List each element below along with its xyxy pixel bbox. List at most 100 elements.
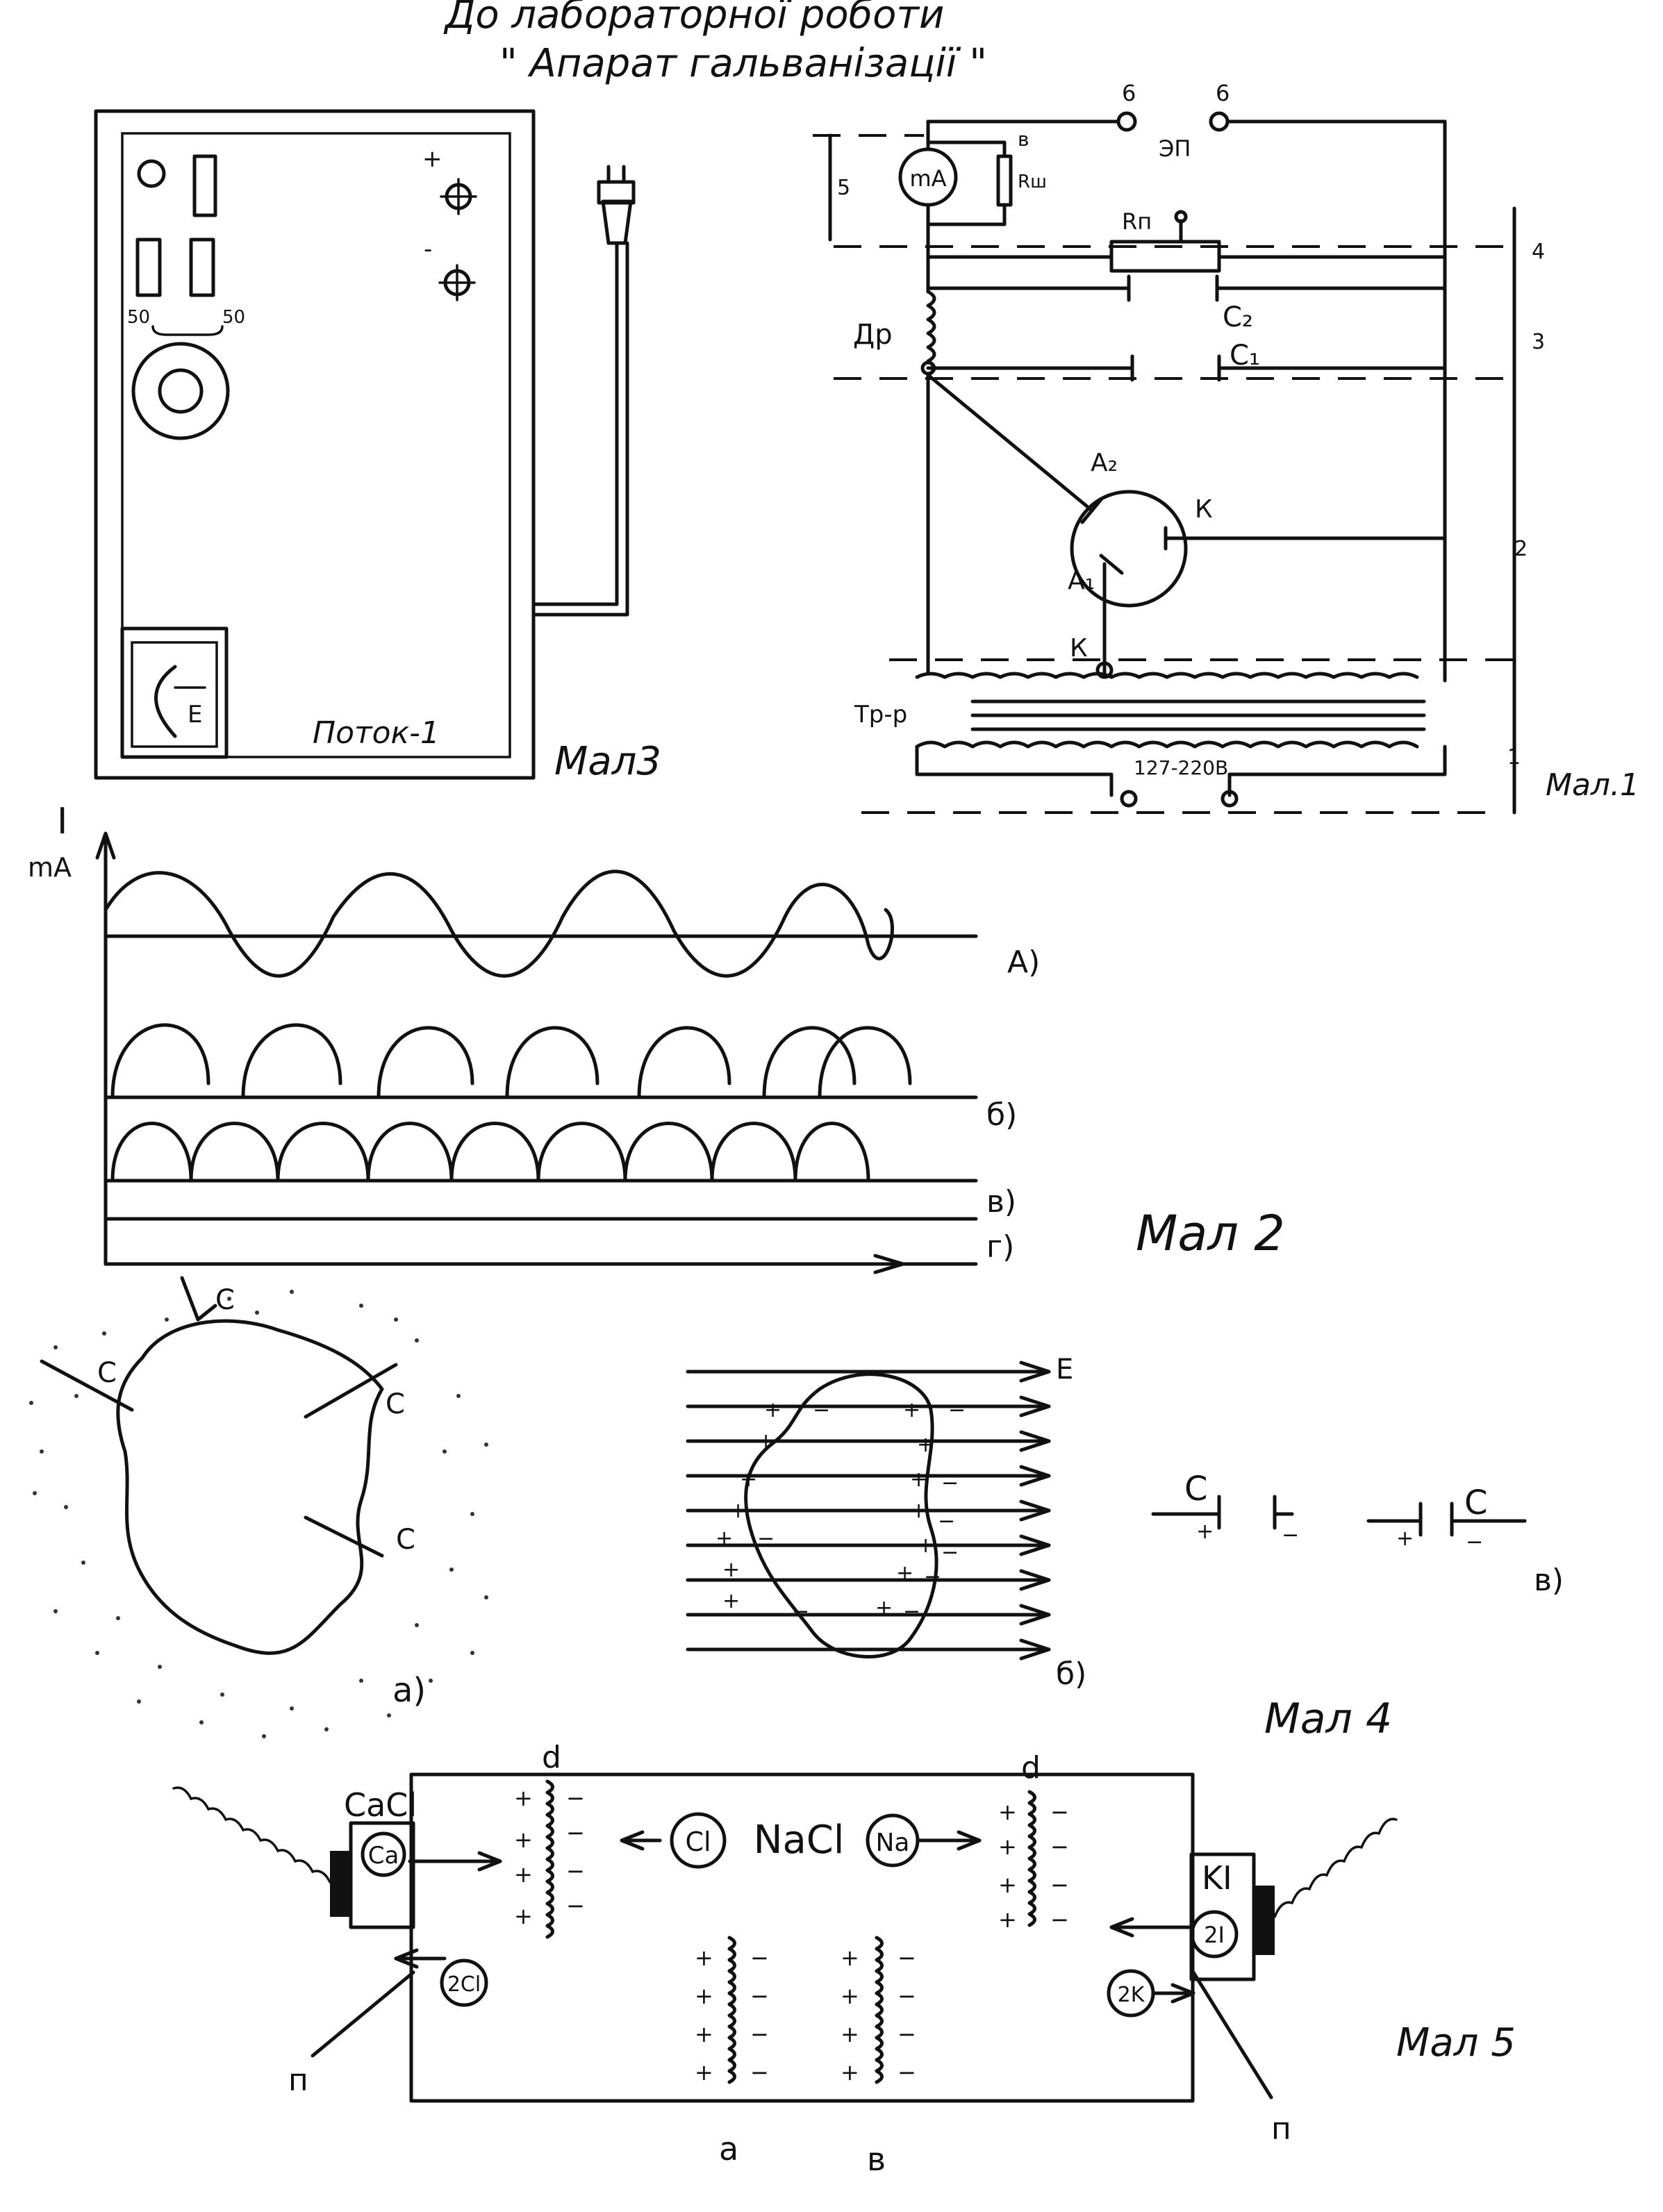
svg-text:+: + [722, 1558, 740, 1582]
svg-text:−: − [566, 1820, 585, 1846]
fig3-device-panel: 50 50 + - Е Поток-1 [94, 109, 661, 784]
svg-text:−: − [903, 1599, 920, 1624]
right-pad-label: п [1271, 2111, 1291, 2147]
terminal-plus-sign: + [422, 145, 442, 173]
svg-text:−: − [750, 1499, 768, 1523]
svg-text:−: − [948, 1398, 966, 1422]
membrane-b-label: в [867, 2140, 886, 2178]
section-4-label: 4 [1532, 240, 1545, 264]
svg-text:+: + [910, 1499, 927, 1523]
svg-text:+: + [695, 2059, 713, 2086]
svg-text:−: − [897, 2021, 916, 2047]
membrane-d-left-label: d [542, 1740, 561, 1775]
fig5-caption: Мал 5 [1396, 2020, 1516, 2065]
anode1-label: А₁ [1068, 567, 1095, 595]
node-b-label: в [1018, 128, 1029, 151]
dotted-medium [29, 1290, 488, 1738]
membrane-capacitor-icon: C [304, 1363, 405, 1420]
left-wire [172, 1786, 331, 1883]
field-label: E [1056, 1354, 1073, 1386]
terminal-minus-icon [438, 264, 476, 301]
svg-text:+: + [998, 1833, 1017, 1860]
x-axis-arrow-icon [873, 1254, 905, 1274]
milliammeter-label: mA [909, 165, 946, 192]
fig1-circuit-schematic: 6 6 ЭП mA в Rш Rп Др C₂ [813, 80, 1639, 815]
section-5-label: 5 [837, 176, 850, 200]
svg-text:−: − [1050, 1833, 1069, 1860]
fig1-caption: Мал.1 [1546, 767, 1639, 803]
svg-text:+: + [764, 1398, 781, 1422]
svg-text:+: + [841, 2021, 859, 2047]
curve-d-constant: г) [104, 1217, 1014, 1265]
curve-a-sine: А) [104, 870, 1040, 980]
svg-text:−: − [792, 1599, 809, 1624]
svg-text:−: − [750, 2059, 769, 2086]
svg-text:−: − [938, 1509, 955, 1533]
sheet-header: До лабораторної роботи " Апарат гальвані… [443, 0, 987, 86]
svg-text:+: + [695, 2021, 713, 2047]
section-2-label: 2 [1514, 537, 1528, 561]
mains-voltage-label: 127-220В [1134, 756, 1228, 779]
svg-text:+: + [903, 1398, 920, 1422]
fig2-current-waveforms: I mA А) б) в) г) Мал 2 [28, 801, 1285, 1274]
membrane-capacitor-icon: C [40, 1357, 134, 1412]
y-axis-label-i: I [57, 801, 67, 842]
meter-letter: Е [188, 701, 202, 729]
svg-text:−: − [1466, 1530, 1483, 1554]
svg-text:−: − [757, 1527, 775, 1551]
svg-text:−: − [1282, 1523, 1299, 1547]
left-salt-label: CaCl [344, 1786, 417, 1824]
right-salt-label: KI [1202, 1859, 1232, 1897]
cathode-label: К [1195, 495, 1213, 524]
control-knob-icon [158, 368, 204, 414]
output-terminal-icon [1209, 111, 1230, 132]
milliammeter-icon: Е [120, 626, 229, 759]
fig4b-label: б) [1056, 1656, 1086, 1692]
field-lines [686, 1361, 1051, 1661]
svg-text:−: − [566, 1858, 585, 1884]
svg-text:−: − [941, 1540, 959, 1565]
svg-text:−: − [897, 2059, 916, 2086]
capacitor-c1-label: C₁ [1230, 340, 1260, 372]
svg-text:+: + [910, 1467, 927, 1492]
ion-cl-label: Cl [685, 1827, 711, 1857]
svg-text:−: − [897, 1945, 916, 1971]
right-electrode-plate [1254, 1886, 1275, 1955]
cell-outline [744, 1372, 938, 1658]
svg-text:+: + [514, 1903, 533, 1929]
membrane-a-label: a [719, 2130, 738, 2168]
ion-2cl-label: 2Cl [447, 1972, 481, 1997]
capacitor-label-right: C [1464, 1483, 1488, 1522]
terminal-right-number: 6 [1216, 80, 1230, 106]
svg-text:+: + [917, 1433, 934, 1457]
fig3-caption: Мал3 [554, 739, 661, 784]
y-axis-arrow-icon [95, 831, 116, 860]
cell-capacitor-label-1: C [215, 1284, 235, 1316]
power-cord [531, 165, 636, 617]
fig4c-equivalent-capacitors: C + − C + − в) [1151, 1470, 1564, 1598]
curve-c-label: в) [986, 1184, 1016, 1220]
membrane-capacitor-icon: C [180, 1276, 235, 1322]
switch-icon [189, 238, 215, 297]
svg-text:+: + [841, 1945, 859, 1971]
control-knob-icon [131, 342, 230, 440]
switch-icon [192, 154, 217, 217]
rectifier-tube-icon [1070, 490, 1188, 608]
capacitor-c2-label: C₂ [1223, 301, 1253, 333]
svg-text:+: + [875, 1596, 893, 1620]
indicator-lamp-icon [137, 159, 166, 188]
svg-text:−: − [1050, 1906, 1069, 1933]
svg-text:−: − [1050, 1799, 1069, 1825]
svg-text:+: + [715, 1527, 733, 1551]
section-3-label: 3 [1532, 330, 1545, 354]
ion-2i-label: 2I [1204, 1922, 1225, 1948]
ion-na-label: Na [876, 1829, 910, 1857]
svg-text:+: + [998, 1906, 1017, 1933]
svg-text:−: − [813, 1398, 830, 1422]
left-electrode-plate [330, 1851, 351, 1917]
membrane-d-right-label: d [1021, 1750, 1041, 1786]
svg-text:+: + [1196, 1520, 1214, 1544]
svg-text:+: + [896, 1561, 913, 1586]
svg-text:+: + [695, 1945, 713, 1971]
header-line-2: " Апарат гальванізації " [499, 41, 987, 86]
